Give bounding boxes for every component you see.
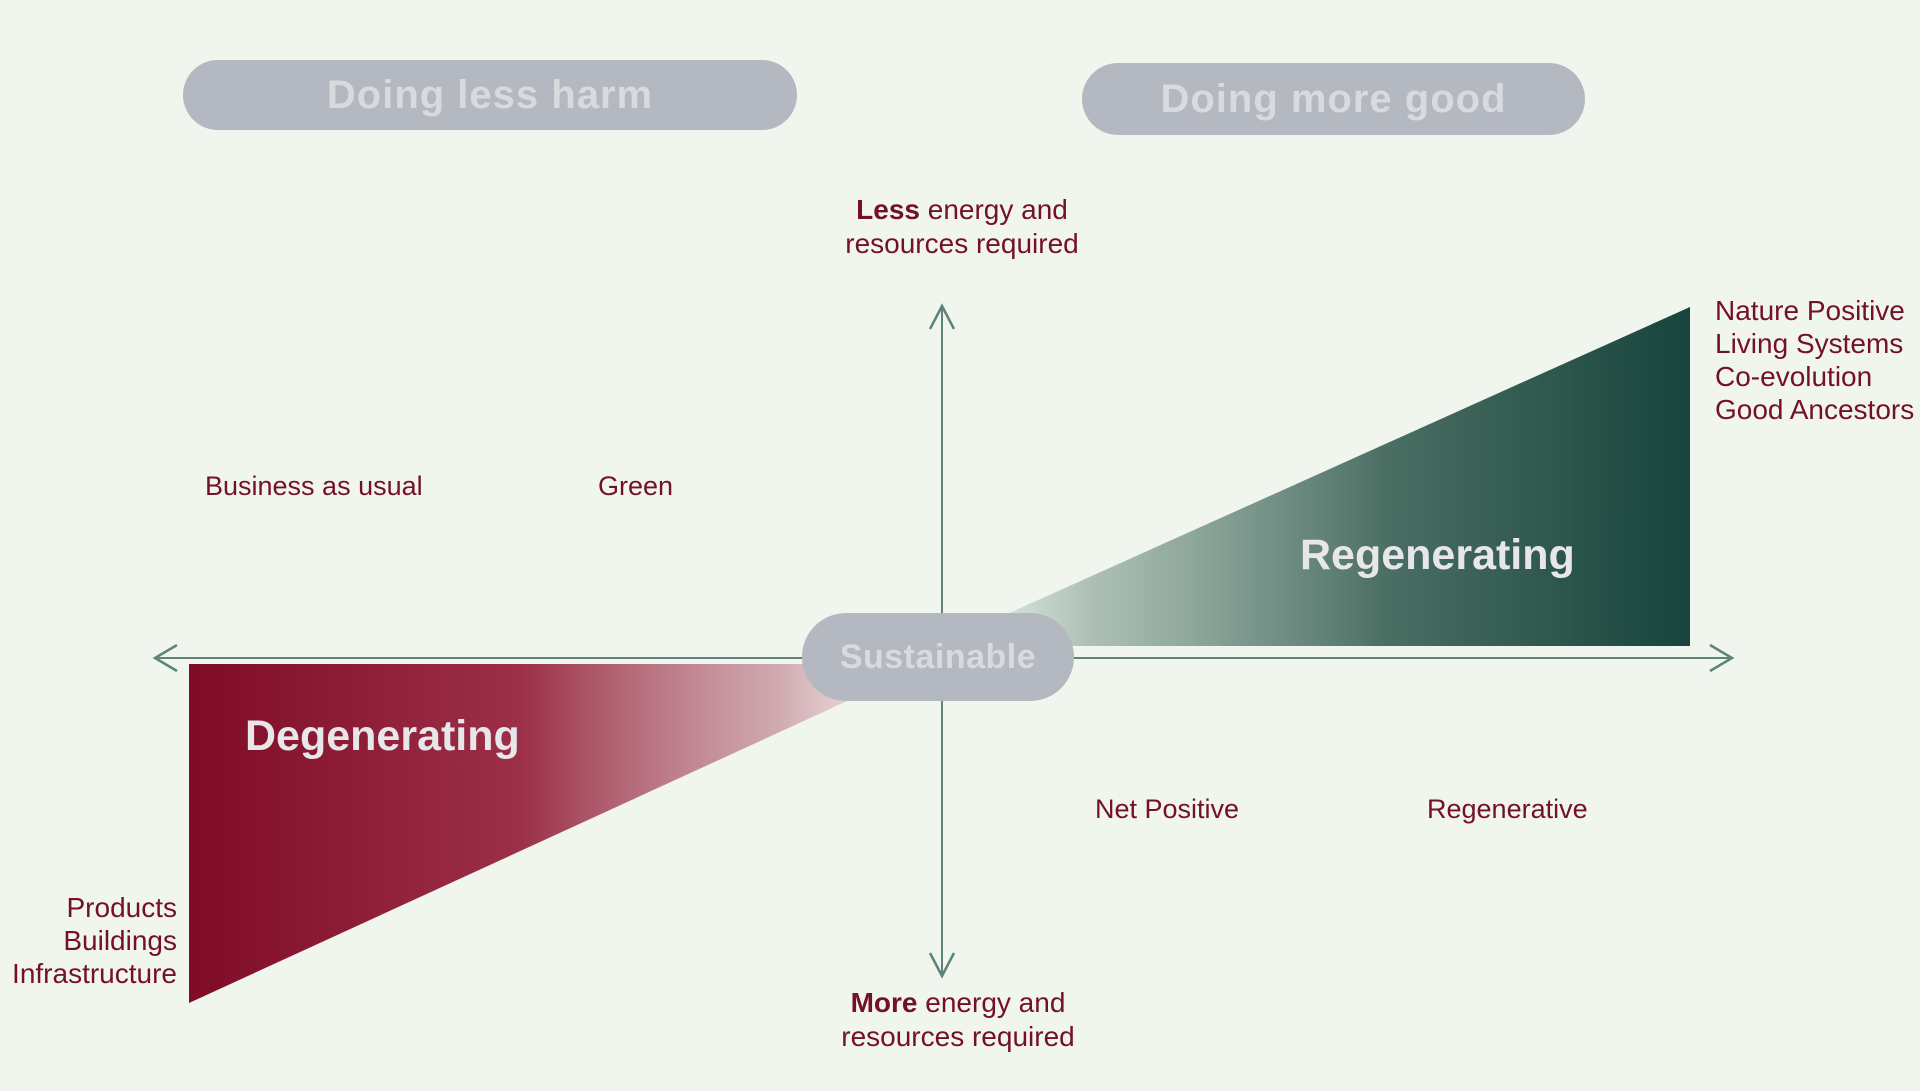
- more-energy-rest: energy and: [917, 987, 1066, 1018]
- degenerating-item: Buildings: [63, 925, 177, 956]
- doing-more-good-pill: Doing more good: [1082, 63, 1585, 135]
- doing-less-harm-pill: Doing less harm: [183, 60, 797, 130]
- more-energy-label: More energy and resources required: [738, 986, 1178, 1054]
- business-as-usual-label: Business as usual: [205, 471, 423, 501]
- regenerating-label: Regenerating: [1300, 531, 1575, 579]
- sustainable-pill: Sustainable: [802, 613, 1074, 701]
- less-energy-rest: energy and: [919, 194, 1068, 225]
- degenerating-item-list: Products Buildings Infrastructure: [0, 891, 177, 990]
- regenerating-item: Nature Positive: [1715, 295, 1905, 326]
- degenerating-wedge: [189, 664, 928, 1003]
- arrow-down-icon: [928, 952, 956, 979]
- more-energy-line2: resources required: [841, 1021, 1075, 1052]
- regenerating-item: Co-evolution: [1715, 361, 1873, 392]
- degenerating-item: Products: [66, 892, 178, 923]
- arrow-up-icon: [928, 303, 956, 330]
- more-energy-line1: More energy and: [738, 986, 1178, 1020]
- less-energy-line2: resources required: [845, 228, 1079, 259]
- net-positive-label: Net Positive: [1095, 794, 1240, 824]
- less-energy-label: Less energy and resources required: [742, 193, 1182, 261]
- regenerating-item: Good Ancestors: [1715, 394, 1915, 425]
- regenerating-item-list: Nature Positive Living Systems Co-evolut…: [1715, 294, 1914, 426]
- regenerative-label: Regenerative: [1427, 794, 1588, 824]
- degenerating-label: Degenerating: [245, 712, 520, 760]
- regenerating-wedge: [936, 307, 1690, 646]
- less-energy-bold: Less: [856, 194, 920, 225]
- green-label: Green: [598, 471, 674, 501]
- regenerating-item: Living Systems: [1715, 328, 1904, 359]
- less-energy-line1: Less energy and: [742, 193, 1182, 227]
- degenerating-item: Infrastructure: [12, 958, 177, 989]
- arrow-left-icon: [152, 643, 178, 673]
- arrow-right-icon: [1709, 643, 1735, 673]
- more-energy-bold: More: [850, 987, 918, 1018]
